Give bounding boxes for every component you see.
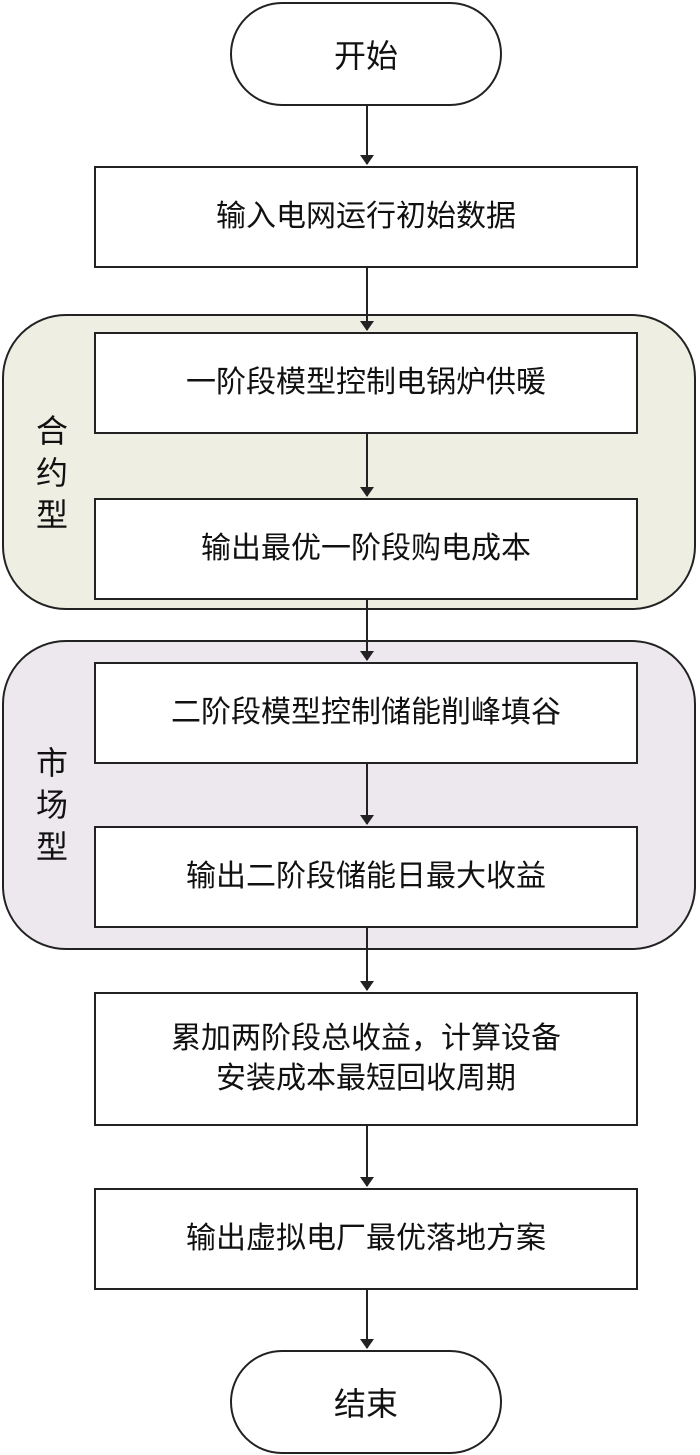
- contract-group-label: 合约型: [35, 412, 68, 534]
- market-group-label: 市场型: [35, 744, 68, 866]
- stage1-output-step: 输出最优一阶段购电成本: [94, 498, 638, 600]
- stage2-output-step: 输出二阶段储能日最大收益: [94, 826, 638, 928]
- input-step: 输入电网运行初始数据: [94, 166, 638, 268]
- final-output-step: 输出虚拟电厂最优落地方案: [94, 1188, 638, 1290]
- start-node: 开始: [230, 2, 502, 106]
- accumulate-step: 累加两阶段总收益，计算设备 安装成本最短回收周期: [94, 992, 638, 1126]
- stage1-control-step: 一阶段模型控制电锅炉供暖: [94, 332, 638, 434]
- stage2-control-step: 二阶段模型控制储能削峰填谷: [94, 662, 638, 764]
- end-node: 结束: [230, 1350, 502, 1454]
